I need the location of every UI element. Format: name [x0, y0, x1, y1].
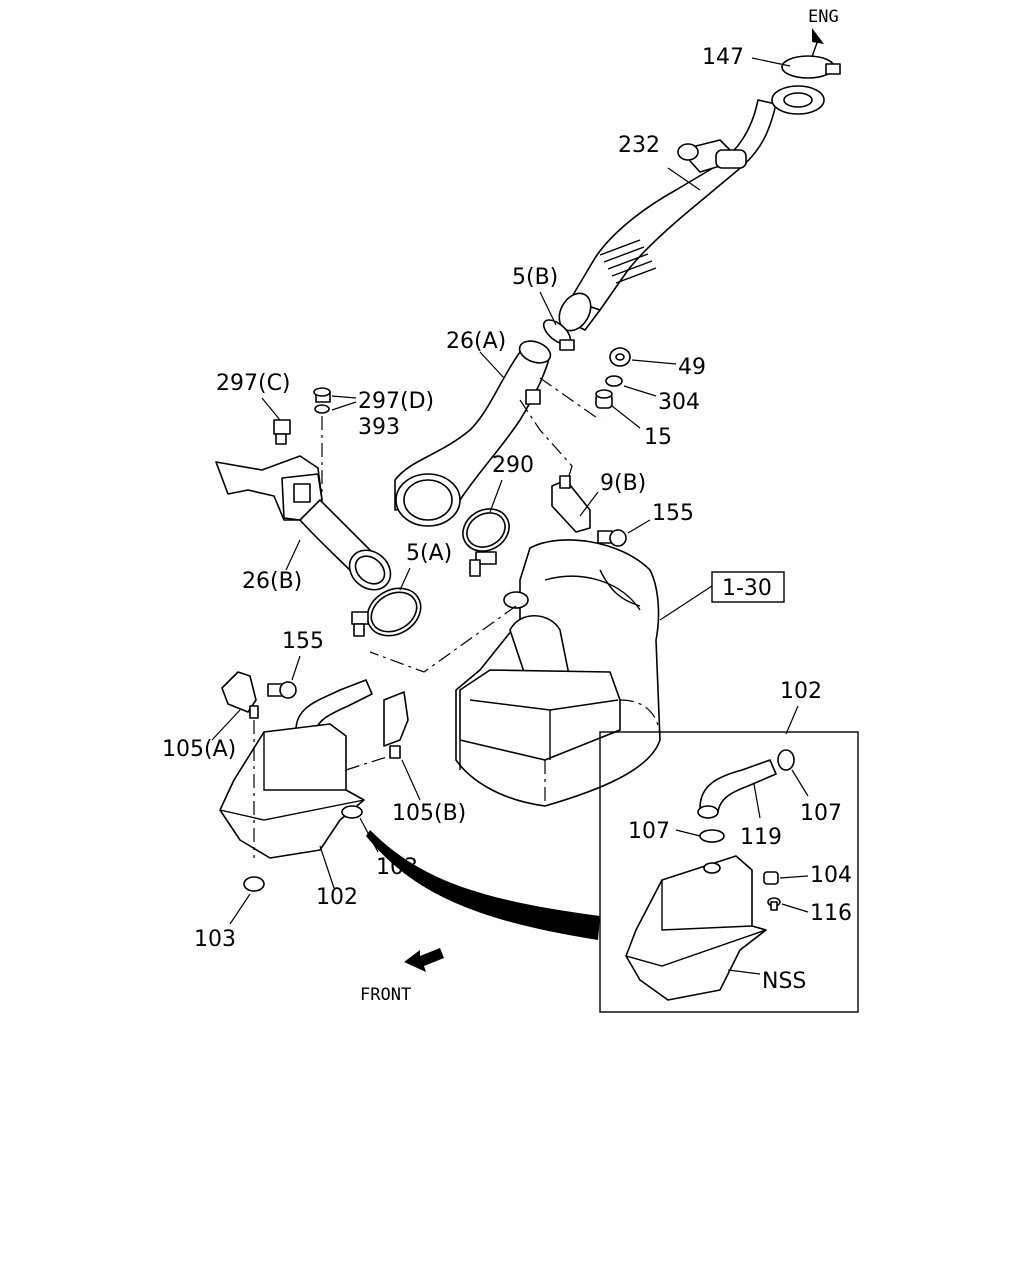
- label-26a: 26(A): [446, 329, 506, 354]
- label-297c: 297(C): [216, 371, 291, 396]
- eng-label: ENG: [808, 7, 839, 27]
- label-393: 393: [358, 415, 400, 440]
- label-155-lower: 155: [282, 629, 324, 654]
- label-155-upper: 155: [652, 501, 694, 526]
- resonator-nss: [625, 855, 767, 1001]
- grommet-104: [763, 871, 779, 885]
- label-147: 147: [702, 45, 744, 70]
- grommet-103-right: [341, 805, 363, 819]
- label-nss: NSS: [762, 969, 806, 994]
- label-1-30: 1-30: [722, 576, 772, 601]
- label-102-main: 102: [316, 885, 358, 910]
- label-290: 290: [492, 453, 534, 478]
- bolt-155-lower: [267, 681, 297, 699]
- bracket-105a: [221, 671, 259, 719]
- hose-119: [697, 759, 777, 819]
- bolt-155-upper: [597, 529, 627, 547]
- label-104: 104: [810, 863, 852, 888]
- label-103-left: 103: [194, 927, 236, 952]
- duct-232: [558, 85, 825, 332]
- bracket-9b: [551, 475, 591, 533]
- label-49: 49: [678, 355, 706, 380]
- label-107-right: 107: [800, 801, 842, 826]
- label-297d: 297(D): [358, 389, 434, 414]
- duct-26a: [394, 340, 552, 527]
- clamp-147: [781, 55, 841, 79]
- clamp-5b: [542, 319, 575, 351]
- bolt-297d: [313, 387, 331, 403]
- clamp-107-right: [777, 749, 795, 771]
- washer-393: [314, 404, 330, 414]
- label-304: 304: [658, 390, 700, 415]
- label-15: 15: [644, 425, 672, 450]
- front-direction-arrow: [404, 948, 444, 972]
- duct-26b: [215, 455, 392, 591]
- front-label: FRONT: [360, 985, 411, 1005]
- label-102-detail: 102: [780, 679, 822, 704]
- label-5a: 5(A): [406, 541, 452, 566]
- clamp-5a: [351, 587, 422, 637]
- grommet-15: [595, 389, 613, 409]
- label-116: 116: [810, 901, 852, 926]
- nut-49: [609, 347, 631, 367]
- detail-box: [599, 731, 859, 1013]
- label-107-left: 107: [628, 819, 670, 844]
- grommet-103-left: [243, 876, 265, 892]
- label-232: 232: [618, 133, 660, 158]
- bolt-297c: [273, 419, 291, 445]
- resonator-102: [219, 720, 391, 859]
- clamp-290: [462, 508, 510, 577]
- label-26b: 26(B): [242, 569, 302, 594]
- air-cleaner-assembly: [455, 539, 661, 807]
- label-105a: 105(A): [162, 737, 236, 762]
- label-105b: 105(B): [392, 801, 466, 826]
- clamp-107-left: [699, 829, 725, 843]
- label-5b: 5(B): [512, 265, 558, 290]
- washer-304: [605, 375, 623, 387]
- bracket-105b: [383, 691, 409, 759]
- fastener-116: [767, 897, 781, 911]
- detail-pointer: [366, 830, 600, 940]
- label-9b: 9(B): [600, 471, 646, 496]
- label-119: 119: [740, 825, 782, 850]
- ref-box-1-30: [711, 571, 785, 603]
